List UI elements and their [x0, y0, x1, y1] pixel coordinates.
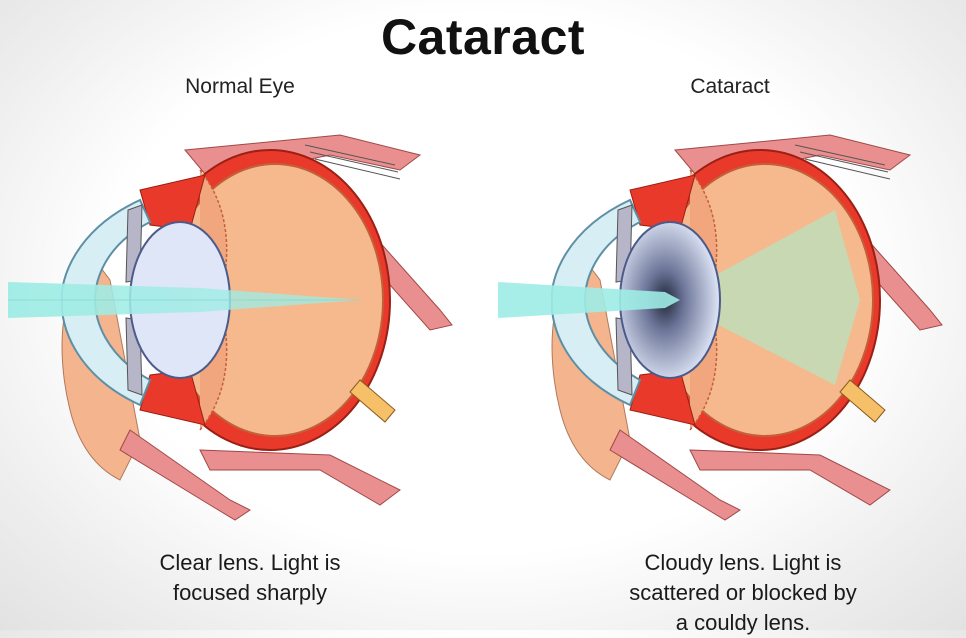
caption-line: Clear lens. Light is: [159, 550, 341, 575]
optic-nerve: [349, 379, 396, 423]
lower-muscle-2: [609, 429, 741, 521]
scattered-light: [670, 210, 860, 385]
caption-line: focused sharply: [172, 580, 328, 605]
normal-eye-label: Normal Eye: [185, 75, 295, 98]
cornea: [60, 198, 152, 407]
normal-eye-illustration: [8, 134, 453, 521]
lower-muscle: [199, 449, 401, 506]
incoming-light-beam: [498, 282, 680, 318]
cataract-label: Cataract: [690, 75, 770, 98]
cataract-caption: Cloudy lens. Light is scattered or block…: [583, 548, 903, 638]
normal-eye-caption: Clear lens. Light is focused sharply: [90, 548, 410, 608]
lower-muscle-2: [119, 429, 251, 521]
diagram-title: Cataract: [380, 9, 586, 65]
lower-muscle: [689, 449, 891, 506]
caption-line: Cloudy lens. Light is: [644, 550, 842, 575]
caption-line: scattered or blocked by: [629, 580, 857, 605]
cataract-eye-illustration: [498, 134, 943, 521]
cornea: [550, 198, 642, 407]
caption-line: a couldy lens.: [675, 610, 811, 635]
optic-nerve: [839, 379, 886, 423]
